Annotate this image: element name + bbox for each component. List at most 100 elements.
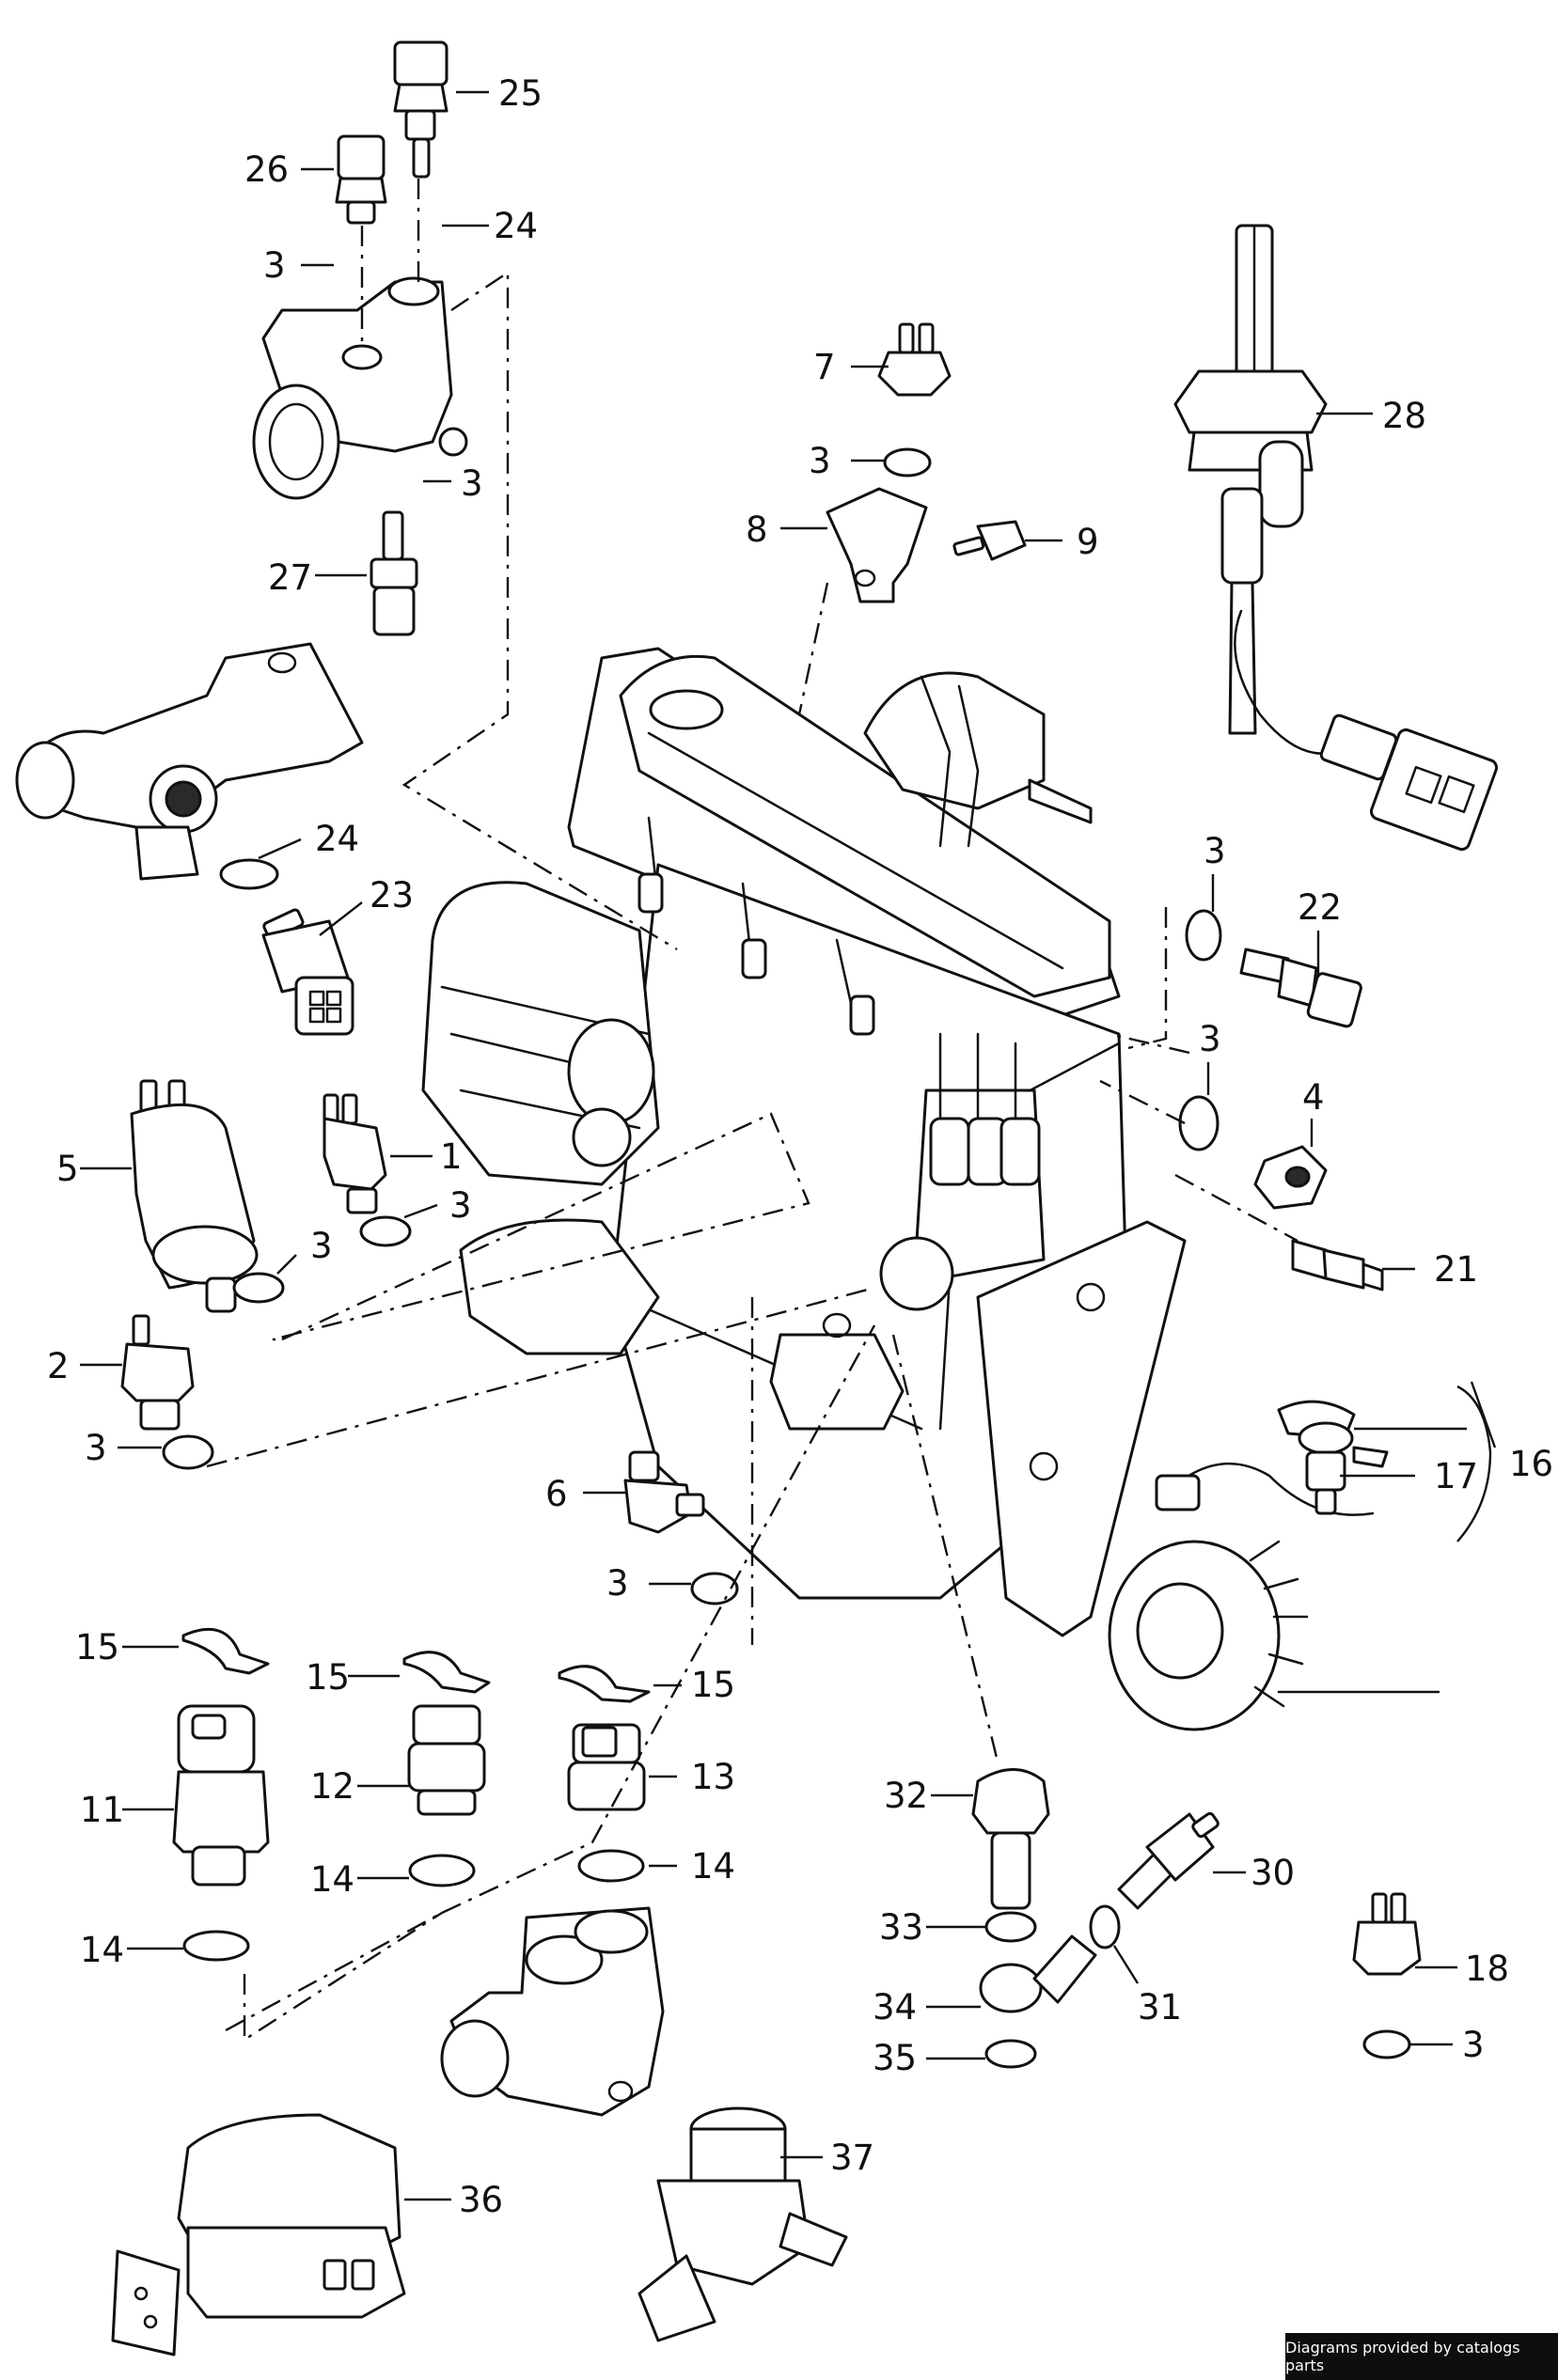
- credit-badge: Diagrams provided by catalogs parts: [1285, 2333, 1558, 2380]
- callout-4: 4: [1302, 1077, 1325, 1118]
- part-33-washer: [984, 1911, 1037, 1943]
- part-23-sender: [261, 908, 354, 1036]
- part-37-valve: [637, 2106, 848, 2342]
- callout-3: 3: [1204, 831, 1226, 871]
- callout-7: 7: [813, 347, 836, 387]
- part-8-bracket: [826, 487, 928, 603]
- part-3-washer-18: [1362, 2029, 1411, 2059]
- callout-22: 22: [1298, 887, 1342, 928]
- callout-25: 25: [498, 73, 543, 114]
- part-5-oil-pressure-sender: [130, 1079, 259, 1313]
- part-15-clip-a: [181, 1627, 270, 1675]
- callout-26: 26: [244, 149, 289, 190]
- callout-33: 33: [879, 1907, 923, 1948]
- callout-11: 11: [80, 1790, 124, 1830]
- part-15-clip-c: [558, 1665, 651, 1703]
- callout-16: 16: [1509, 1444, 1553, 1484]
- callout-3: 3: [310, 1226, 333, 1266]
- callout-3: 3: [809, 441, 831, 481]
- part-27-sensor: [370, 510, 418, 636]
- callout-32: 32: [884, 1776, 928, 1816]
- part-16-17-sensor: [1277, 1400, 1389, 1515]
- callout-15: 15: [306, 1657, 350, 1698]
- coolant-flange-upper: [252, 276, 468, 500]
- callout-3: 3: [461, 463, 483, 504]
- callout-24: 24: [315, 819, 359, 859]
- part-18-switch: [1352, 1892, 1422, 1976]
- part-2-switch: [120, 1314, 195, 1431]
- engine-block: [421, 647, 1440, 1731]
- part-14-oring-13: [577, 1849, 645, 1883]
- callout-37: 37: [830, 2137, 874, 2178]
- part-11-switch: [172, 1704, 270, 1887]
- callout-3: 3: [263, 245, 286, 286]
- assembly-lines: [206, 179, 1298, 2043]
- part-1-switch: [323, 1093, 387, 1214]
- callout-labels: 25 26 24 3 3 27 24 23 7 3 8 9 28 3 22 3 …: [47, 73, 1553, 2220]
- part-3-washer-1: [359, 1215, 412, 1247]
- callout-9: 9: [1077, 522, 1099, 562]
- callout-3: 3: [1462, 2025, 1485, 2065]
- callout-36: 36: [459, 2180, 503, 2220]
- part-9-bolt: [952, 520, 1027, 561]
- part-30-sensor: [1117, 1811, 1220, 1910]
- callout-15: 15: [75, 1627, 119, 1668]
- part-3-washer-2: [162, 1434, 214, 1470]
- part-3-washer-7: [883, 447, 932, 478]
- callout-24: 24: [494, 206, 538, 246]
- part-21-sensor: [1291, 1239, 1384, 1292]
- callout-12: 12: [310, 1766, 354, 1807]
- part-25-temp-sender: [393, 40, 449, 179]
- part-36-relay-box: [111, 2113, 406, 2357]
- callout-3: 3: [449, 1185, 472, 1226]
- part-13-switch: [567, 1723, 646, 1811]
- callout-30: 30: [1251, 1853, 1295, 1893]
- part-34-banjo-arm: [1032, 1934, 1097, 2004]
- callout-14: 14: [310, 1859, 354, 1900]
- part-14-oring-11: [182, 1930, 250, 1962]
- part-3-washer-4: [1178, 1095, 1220, 1151]
- part-35-washer: [984, 2039, 1037, 2069]
- part-28-gauge-sender: [1173, 224, 1499, 852]
- callout-17: 17: [1434, 1456, 1478, 1496]
- part-14-oring-12: [408, 1854, 476, 1887]
- part-22-sender: [1239, 947, 1362, 1028]
- callout-21: 21: [1434, 1249, 1478, 1290]
- callout-3: 3: [1199, 1019, 1221, 1059]
- callout-14: 14: [691, 1846, 735, 1887]
- part-4-plug: [1253, 1145, 1328, 1210]
- callout-23: 23: [370, 875, 414, 916]
- part-26-temp-switch: [335, 134, 387, 225]
- callout-35: 35: [873, 2038, 917, 2078]
- callout-14: 14: [80, 1930, 124, 1970]
- coolant-flange-lower: [440, 1906, 665, 2117]
- callout-8: 8: [746, 509, 768, 550]
- coolant-elbow: [15, 642, 364, 881]
- credit-text: Diagrams provided by catalogs parts: [1285, 2339, 1520, 2374]
- callout-18: 18: [1465, 1949, 1509, 1989]
- part-15-clip-b: [402, 1651, 491, 1694]
- leader-lines: [80, 90, 1497, 2201]
- callout-5: 5: [56, 1149, 79, 1189]
- callout-6: 6: [545, 1474, 568, 1514]
- callout-3: 3: [606, 1563, 629, 1604]
- part-24-seal-lower: [219, 858, 279, 890]
- part-3-washer-5: [232, 1272, 285, 1304]
- callout-31: 31: [1138, 1987, 1182, 2028]
- callout-1: 1: [440, 1136, 463, 1177]
- part-32-bolt: [971, 1768, 1050, 1910]
- part-3-washer-22: [1185, 909, 1222, 962]
- part-6-switch: [623, 1450, 705, 1534]
- part-7-oil-switch: [877, 322, 952, 397]
- callout-13: 13: [691, 1757, 735, 1797]
- callout-3: 3: [85, 1428, 107, 1468]
- callout-2: 2: [47, 1346, 70, 1386]
- callout-34: 34: [873, 1987, 917, 2028]
- part-34-banjo: [979, 1963, 1043, 2013]
- callout-28: 28: [1382, 396, 1426, 436]
- part-12-switch: [407, 1704, 486, 1816]
- callout-15: 15: [691, 1665, 735, 1705]
- callout-27: 27: [268, 557, 312, 598]
- part-31-washer: [1089, 1904, 1121, 1949]
